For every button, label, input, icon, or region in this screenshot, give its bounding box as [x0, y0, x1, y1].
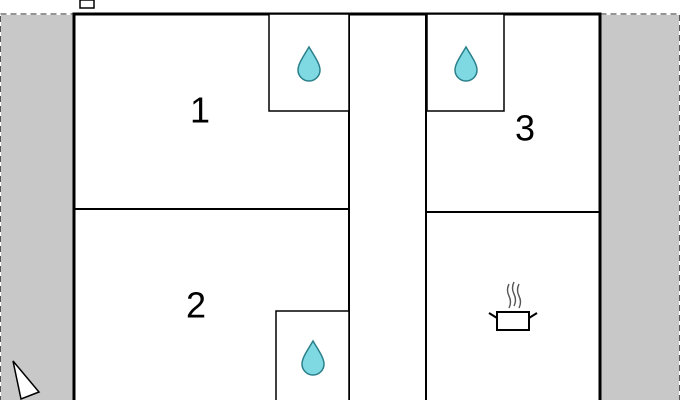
cooking-pot-icon [488, 281, 538, 331]
water-drop-icon [454, 45, 478, 82]
room-3-label: 3 [515, 108, 535, 149]
outside-area-left [1, 15, 73, 400]
meter-box-icon [79, 0, 95, 9]
outside-area-right [601, 15, 679, 400]
corridor [348, 13, 427, 400]
room-1-label: 1 [190, 90, 210, 131]
room-2-label: 2 [186, 285, 206, 326]
water-drop-icon [301, 339, 325, 376]
entrance-arrow-icon [12, 360, 41, 400]
water-drop-icon [297, 45, 321, 82]
